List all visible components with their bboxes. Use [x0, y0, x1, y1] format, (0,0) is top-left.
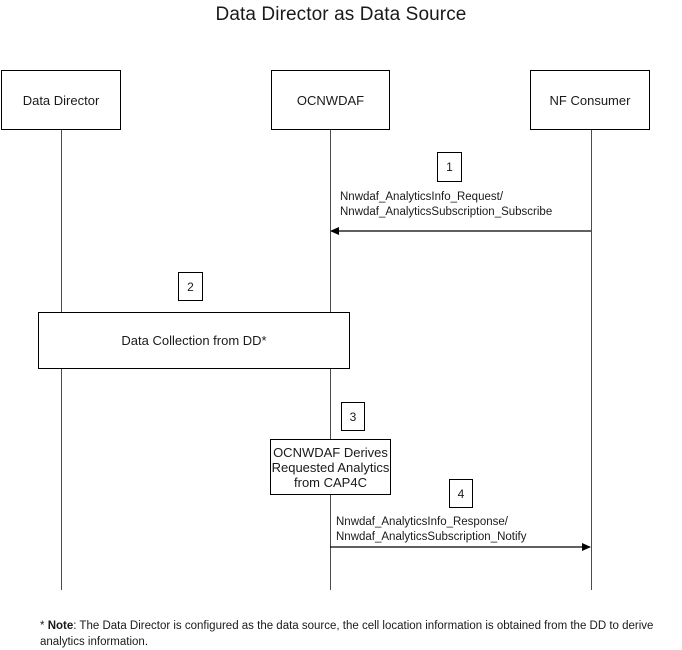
- footnote: * Note: The Data Director is configured …: [40, 618, 655, 650]
- lifeline-header-ocnwdaf[interactable]: OCNWDAF: [271, 70, 390, 130]
- footnote-marker: *: [40, 620, 45, 632]
- footnote-text: : The Data Director is configured as the…: [40, 620, 654, 648]
- message-label-analytics-response: Nnwdaf_AnalyticsInfo_Response/ Nnwdaf_An…: [336, 516, 527, 543]
- fragment-box-data-collection[interactable]: Data Collection from DD*: [38, 312, 350, 369]
- message-label-analytics-request: Nnwdaf_AnalyticsInfo_Request/ Nnwdaf_Ana…: [340, 191, 553, 218]
- lifeline-line-nf-consumer: [591, 130, 593, 590]
- lifeline-header-nf-consumer[interactable]: NF Consumer: [530, 70, 650, 130]
- message-arrow-analytics-response: [330, 541, 591, 553]
- step-badge-2: 2: [178, 272, 203, 301]
- step-badge-4: 4: [449, 479, 473, 508]
- page-title: Data Director as Data Source: [215, 4, 467, 25]
- step-badge-1: 1: [437, 152, 462, 182]
- lifeline-header-data-director[interactable]: Data Director: [1, 70, 121, 130]
- footnote-bold-label: Note: [47, 620, 74, 632]
- step-badge-3: 3: [341, 402, 365, 431]
- message-arrow-analytics-request: [330, 225, 591, 237]
- fragment-box-derive-analytics[interactable]: OCNWDAF Derives Requested Analytics from…: [270, 439, 391, 495]
